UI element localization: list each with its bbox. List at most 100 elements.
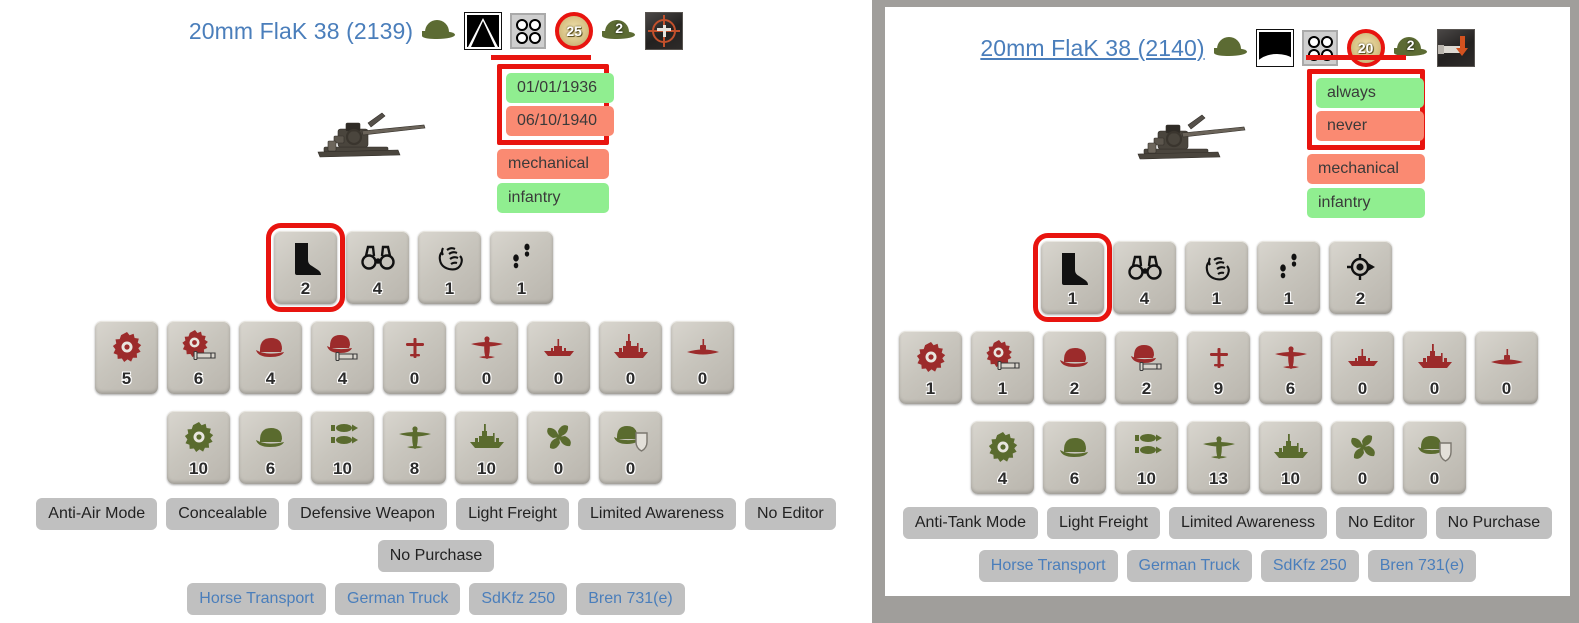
stat-tile[interactable]: 6	[239, 411, 302, 484]
stat-tile[interactable]: 9	[1187, 331, 1250, 404]
unit-title-left[interactable]: 20mm FlaK 38 (2139)	[188, 17, 414, 44]
tag-chip[interactable]: Defensive Weapon	[288, 498, 448, 530]
stat-value: 1	[1283, 289, 1294, 308]
stat-tile[interactable]: 1	[1033, 233, 1112, 322]
ship-icon	[611, 327, 651, 367]
stat-tile[interactable]: 10	[167, 411, 230, 484]
transport-chip[interactable]: SdKfz 250	[469, 583, 568, 615]
availability-highlight-box: 01/01/1936 06/10/1940	[497, 64, 614, 145]
stat-value: 10	[1281, 469, 1300, 488]
stat-tile[interactable]: 10	[455, 411, 518, 484]
stat-tile[interactable]: 1	[899, 331, 962, 404]
tag-chip[interactable]: Limited Awareness	[1168, 507, 1327, 539]
stat-tile[interactable]: 1	[971, 331, 1034, 404]
stat-value: 2	[1141, 379, 1152, 398]
tag-chip[interactable]: No Purchase	[1435, 507, 1553, 539]
unit-image-left	[312, 105, 430, 165]
stat-value: 0	[1429, 379, 1440, 398]
ship-icon	[467, 417, 507, 457]
transport-chip[interactable]: Horse Transport	[978, 550, 1118, 582]
stat-tile[interactable]: 4	[239, 321, 302, 394]
stat-tile[interactable]: 1	[1185, 241, 1248, 314]
tag-chip[interactable]: No Editor	[745, 498, 836, 530]
small-ship-icon	[1343, 337, 1383, 377]
stat-tile[interactable]: 0	[383, 321, 446, 394]
availability-mechanical: mechanical	[1307, 154, 1425, 184]
stat-tile[interactable]: 0	[527, 321, 590, 394]
stat-tile[interactable]: 0	[1403, 421, 1466, 494]
helmet-icon	[1055, 427, 1095, 467]
stat-tile[interactable]: 0	[527, 411, 590, 484]
stat-value: 9	[1213, 379, 1224, 398]
stat-tile[interactable]: 13	[1187, 421, 1250, 494]
transport-chip[interactable]: German Truck	[335, 583, 461, 615]
stat-tile[interactable]: 0	[599, 411, 662, 484]
stat-tile[interactable]: 1	[490, 231, 553, 304]
transport-chip[interactable]: German Truck	[1126, 550, 1252, 582]
stat-tile[interactable]: 0	[1331, 421, 1394, 494]
stat-tile[interactable]: 1	[1257, 241, 1320, 314]
stat-tile[interactable]: 0	[1331, 331, 1394, 404]
stat-tile[interactable]: 2	[266, 223, 345, 312]
propeller-icon	[539, 417, 579, 457]
stat-tile[interactable]: 4	[971, 421, 1034, 494]
transport-chip[interactable]: SdKfz 250	[1260, 550, 1359, 582]
stat-tile[interactable]: 0	[455, 321, 518, 394]
gear-icon	[911, 337, 951, 377]
stat-tile[interactable]: 4	[311, 321, 374, 394]
helmet-icon	[251, 327, 291, 367]
fist-icon	[430, 237, 470, 277]
stat-tile[interactable]: 2	[1329, 241, 1392, 314]
stat-value: 4	[372, 279, 383, 298]
four-circle-size-icon	[510, 13, 547, 49]
stat-value: 0	[1357, 469, 1368, 488]
stat-tile[interactable]: 0	[671, 321, 734, 394]
cost-badge-right: 20	[1346, 29, 1385, 67]
transport-chip[interactable]: Horse Transport	[187, 583, 327, 615]
stat-value: 0	[1429, 469, 1440, 488]
tag-chip[interactable]: Anti-Air Mode	[36, 498, 158, 530]
availability-start-date: 01/01/1936	[506, 73, 614, 103]
tag-chip[interactable]: Concealable	[166, 498, 280, 530]
stat-tile[interactable]: 6	[167, 321, 230, 394]
stat-tile[interactable]: 10	[1259, 421, 1322, 494]
ship-icon	[1271, 427, 1311, 467]
unit-tooltip-popup: 20mm FlaK 38 (2140) 20 2	[886, 8, 1569, 595]
stat-value: 6	[193, 369, 204, 388]
stat-tile[interactable]: 0	[1403, 331, 1466, 404]
stat-tile[interactable]: 1	[418, 231, 481, 304]
crew-count-value: 2	[615, 20, 624, 36]
stat-tile[interactable]: 10	[311, 411, 374, 484]
transport-chip[interactable]: Bren 731(e)	[1367, 550, 1477, 582]
cost-badge-value: 25	[566, 23, 582, 39]
stat-tile[interactable]: 4	[346, 231, 409, 304]
stat-tile[interactable]: 6	[1043, 421, 1106, 494]
stat-tile[interactable]: 8	[383, 411, 446, 484]
stat-tile[interactable]: 5	[95, 321, 158, 394]
stat-tile[interactable]: 2	[1043, 331, 1106, 404]
tag-chip[interactable]: No Purchase	[377, 540, 495, 572]
tag-chip[interactable]: No Editor	[1335, 507, 1427, 539]
transport-chip[interactable]: Bren 731(e)	[576, 583, 685, 615]
stat-value: 10	[189, 459, 208, 478]
tag-chip[interactable]: Anti-Tank Mode	[902, 507, 1039, 539]
hard-target-icon	[1255, 29, 1294, 67]
small-plane-icon	[1199, 337, 1239, 377]
stat-tile[interactable]: 2	[1115, 331, 1178, 404]
submarine-icon	[683, 327, 723, 367]
tag-chip[interactable]: Light Freight	[456, 498, 569, 530]
fist-icon	[1197, 247, 1237, 287]
stat-tile[interactable]: 0	[599, 321, 662, 394]
tag-chip[interactable]: Light Freight	[1047, 507, 1160, 539]
stat-tile[interactable]: 4	[1113, 241, 1176, 314]
boot-icon	[1053, 247, 1093, 287]
availability-infantry: infantry	[497, 183, 609, 213]
stat-tile[interactable]: 6	[1259, 331, 1322, 404]
unit-title-right[interactable]: 20mm FlaK 38 (2140)	[980, 34, 1205, 61]
tag-row-2-left: No Purchase	[0, 540, 872, 572]
stat-tile[interactable]: 0	[1475, 331, 1538, 404]
stat-tile[interactable]: 10	[1115, 421, 1178, 494]
tag-chip[interactable]: Limited Awareness	[578, 498, 736, 530]
